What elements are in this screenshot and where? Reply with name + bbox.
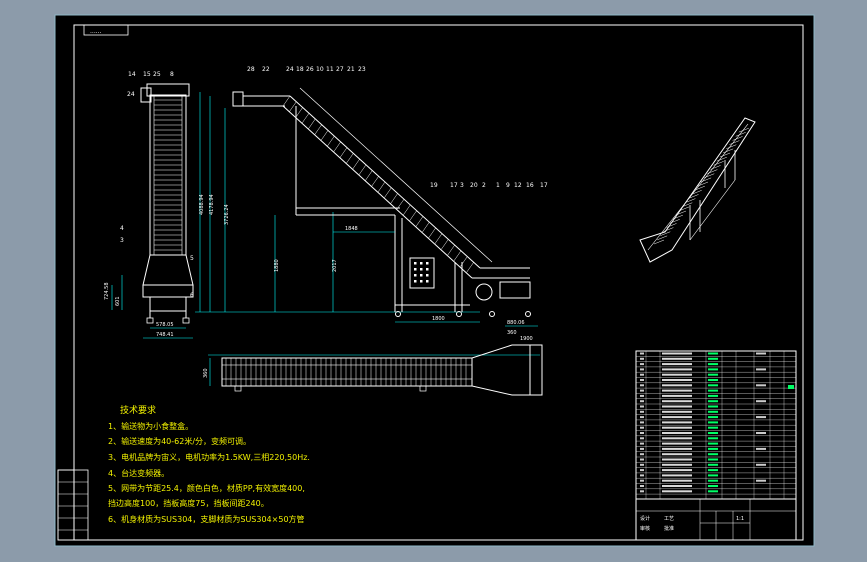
dim-span-2: 1800	[432, 316, 445, 322]
main-label: 11	[326, 66, 334, 73]
title-tag-box	[83, 24, 129, 36]
outer-frame	[54, 14, 815, 547]
main-label: 26	[306, 66, 314, 73]
inner-frame	[73, 24, 804, 541]
main-label: 9	[506, 182, 510, 189]
dim-left-1: 724.58	[104, 283, 110, 301]
dim-height-4: 2017	[332, 259, 338, 272]
title-label-1: 设计	[640, 515, 650, 522]
main-label: 21	[347, 66, 355, 73]
main-label: 17	[450, 182, 458, 189]
main-view	[195, 87, 538, 327]
title-scale: 1:1	[736, 516, 744, 522]
main-label: 19	[430, 182, 438, 189]
tech-item-3: 3、电机品牌为宙义，电机功率为1.5KW,三相220,50Hz.	[108, 452, 310, 462]
tech-requirements: 技术要求 1、输送物为小食整盒。 2、输送速度为40-62米/分，变频可调。 3…	[108, 404, 310, 524]
main-label: 18	[296, 66, 304, 73]
main-label: 10	[316, 66, 324, 73]
side-label: 5	[190, 255, 194, 262]
title-tag: ......	[90, 28, 102, 35]
tech-item-2: 2、输送速度为40-62米/分，变频可调。	[108, 436, 251, 446]
title-label-4: 批准	[664, 525, 674, 532]
tech-item-5: 5、网带为节距25.4，颜色白色，材质PP,有效宽度400,	[108, 483, 305, 493]
dim-left-2: 601	[115, 296, 121, 306]
main-label: 27	[336, 66, 344, 73]
side-label: 8	[170, 71, 174, 78]
tech-item-7: 6、机身材质为SUS304，支脚材质为SUS304×50方管	[108, 514, 305, 524]
side-label: 6	[190, 292, 194, 299]
main-label: 23	[358, 66, 366, 73]
side-label: 24	[127, 91, 135, 98]
tech-heading: 技术要求	[120, 404, 156, 416]
main-label: 17	[540, 182, 548, 189]
dim-height-3: 3726.24	[224, 204, 230, 225]
plan-view	[208, 344, 543, 396]
dim-height-2: 4178.94	[209, 194, 215, 215]
side-view	[111, 83, 194, 339]
side-label: 15	[143, 71, 151, 78]
dim-height-5: 1880	[274, 259, 280, 272]
dim-bottom-1: 360	[507, 330, 517, 336]
side-label: 3	[120, 237, 124, 244]
main-label: 20	[470, 182, 478, 189]
side-label: 14	[128, 71, 136, 78]
main-label: 28	[247, 66, 255, 73]
isometric-view	[639, 117, 756, 263]
revision-block	[57, 469, 89, 541]
main-label: 1	[496, 182, 500, 189]
main-label: 2	[482, 182, 486, 189]
dim-plan-width: 360	[203, 368, 209, 378]
side-label: 4	[120, 225, 124, 232]
side-label: 25	[153, 71, 161, 78]
dim-plan-length: 1900	[520, 336, 533, 342]
main-label: 16	[526, 182, 534, 189]
title-block	[635, 498, 797, 541]
tech-item-4: 4、台达变频器。	[108, 468, 169, 478]
dim-width-2: 748.41	[156, 332, 174, 338]
title-label-3: 工艺	[664, 516, 674, 522]
tech-item-1: 1、输送物为小食整盒。	[108, 421, 193, 431]
dim-width-1: 578.05	[156, 322, 174, 328]
main-label: 22	[262, 66, 270, 73]
dim-span-1: 1848	[345, 226, 358, 232]
tech-item-6: 挡边高度100，挡板高度75，挡板间距240。	[108, 498, 269, 508]
main-label: 12	[514, 182, 522, 189]
main-label: 24	[286, 66, 294, 73]
bom-table	[635, 350, 797, 500]
title-label-2: 审核	[640, 525, 650, 532]
dim-overall-height: 4088.94	[199, 194, 205, 215]
main-label: 3	[460, 182, 464, 189]
dim-right-1: 880.06	[507, 320, 525, 326]
